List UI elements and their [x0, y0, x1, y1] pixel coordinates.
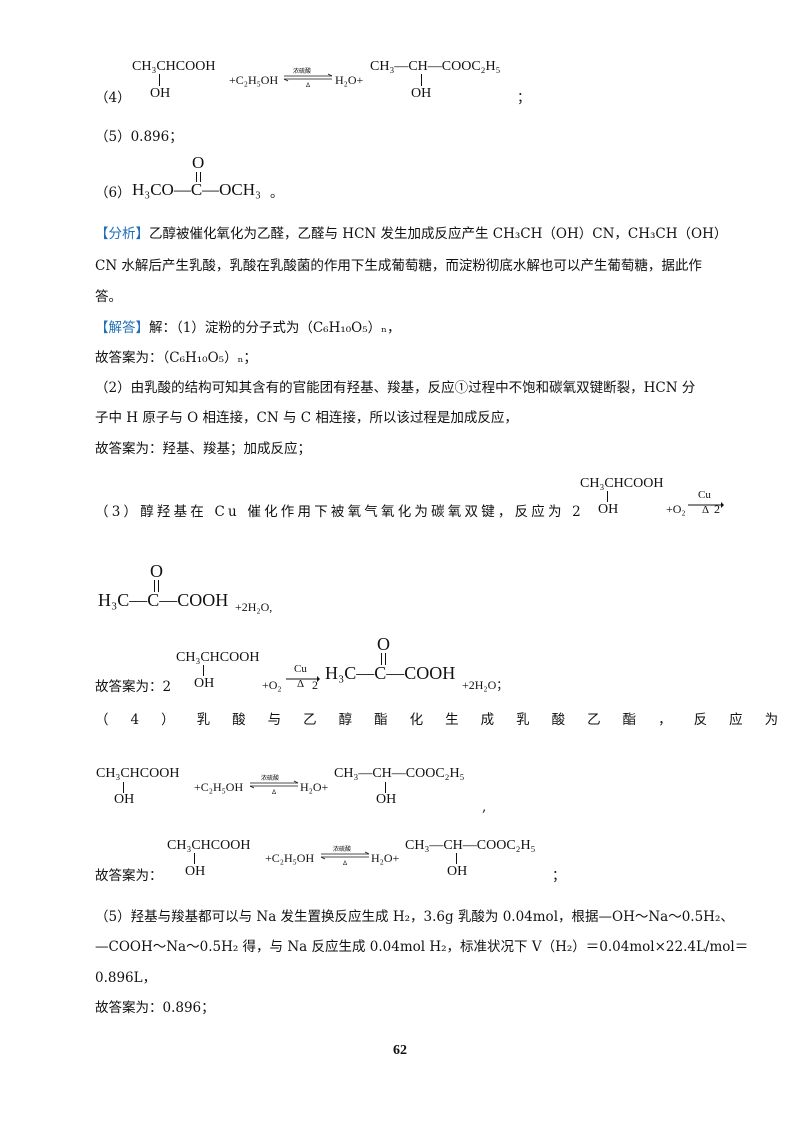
hydroxyl-label: OH: [376, 792, 397, 807]
ethyl-lactate-formula: CH₃—CH—COOC₂H₅: [370, 59, 501, 74]
bond-line: [194, 853, 195, 864]
answer-line-4: 故答案为：: [95, 868, 163, 884]
hydroxyl-label: OH: [114, 792, 135, 807]
solution-line-11: —COOH～Na～0.5H₂ 得，与 Na 反应生成 0.04mol H₂，标准…: [95, 939, 749, 955]
oxygen-term: +O₂: [666, 502, 686, 516]
hydroxyl-label: OH: [185, 864, 206, 879]
item-label-4: （4）: [95, 90, 131, 106]
carbonyl-oxygen: O: [192, 153, 205, 172]
end-mark: ；: [517, 90, 531, 106]
ethanol-term: +C₂H₅OH: [229, 73, 279, 87]
hydroxyl-label: OH: [598, 502, 619, 517]
right-arrow-icon: [286, 676, 320, 682]
catalyst-text: Cu: [294, 663, 307, 675]
condition-text: 浓硫酸: [333, 846, 352, 853]
bond-line: [456, 853, 457, 864]
solution-line-4: 子中 H 原子与 O 相连接，CN 与 C 相连接，所以该过程是加成反应，: [95, 410, 518, 426]
solution-line-3: （2）由乳酸的结构可知其含有的官能团有羟基、羧基，反应①过程中不饱和碳氧双键断裂…: [95, 380, 696, 396]
item-label-6: （6）: [95, 185, 131, 201]
heat-text: Δ: [343, 860, 348, 867]
solution-line-6: （3）醇羟基在 Cu 催化作用下被氧气氧化为碳氧双键，反应为 2: [95, 504, 584, 520]
ethyl-lactate-formula: CH₃—CH—COOC₂H₅: [405, 838, 536, 853]
answer-line-3: 故答案为：2: [95, 679, 172, 695]
right-arrow-icon: [688, 502, 724, 508]
analysis-line-3: 答。: [95, 289, 122, 305]
end-mark: ；: [552, 868, 566, 884]
pyruvic-acid-formula: H₃C—C—COOH: [98, 590, 229, 610]
water-term: H₂O+: [335, 73, 364, 87]
oxygen-term: +O₂: [262, 678, 282, 692]
double-bond-left: [196, 172, 197, 182]
lactic-acid-formula: CH₃CHCOOH: [132, 59, 216, 74]
water-term: H₂O+: [371, 851, 400, 865]
hydroxyl-label: OH: [411, 86, 432, 101]
pyruvic-acid-formula: H₃C—C—COOH: [325, 663, 456, 683]
solution-line-2: 故答案为：（C₆H₁₀O₅）ₙ；: [95, 350, 257, 366]
solution-line-13: 故答案为：0.896；: [95, 1000, 215, 1016]
lactic-acid-formula: CH₃CHCOOH: [580, 476, 664, 491]
reversible-arrow-icon: [320, 851, 370, 860]
analysis-line-1: 【分析】乙醇被催化氧化为乙醛，乙醛与 HCN 发生加成反应产生 CH₃CH（OH…: [95, 226, 728, 242]
bond-line: [203, 665, 204, 676]
carbonyl-oxygen: O: [377, 634, 390, 654]
end-mark: 。: [270, 185, 284, 201]
double-bond-right: [385, 653, 386, 665]
solution-line-5: 故答案为：羟基、羧基；加成反应；: [95, 441, 311, 457]
double-bond-right: [200, 172, 201, 182]
end-mark: ,: [482, 799, 487, 815]
heat-text: Δ: [297, 678, 305, 690]
double-bond-right: [158, 580, 159, 592]
hydroxyl-label: OH: [194, 676, 215, 691]
solution-line-12: 0.896L，: [95, 970, 157, 986]
solution-line-10: （5）羟基与羧基都可以与 Na 发生置换反应生成 H₂，3.6g 乳酸为 0.0…: [95, 909, 734, 925]
bond-line: [607, 491, 608, 502]
analysis-line-2: CN 水解后产生乳酸，乳酸在乳酸菌的作用下生成葡萄糖，而淀粉彻底水解也可以产生葡…: [95, 258, 702, 274]
ethanol-term: +C₂H₅OH: [265, 851, 315, 865]
heat-text: Δ: [702, 504, 710, 516]
ethyl-lactate-formula: CH₃—CH—COOC₂H₅: [334, 766, 465, 781]
heat-text: Δ: [272, 789, 277, 796]
water-term: H₂O+: [300, 780, 329, 794]
ethanol-term: +C₂H₅OH: [194, 780, 244, 794]
double-bond-left: [154, 580, 155, 592]
bond-line: [123, 782, 124, 793]
bond-line: [421, 74, 422, 86]
carbonyl-oxygen: O: [150, 561, 163, 581]
reversible-arrow-icon: [249, 780, 299, 789]
solution-line-8: （4）乳酸与乙醇酯化生成乳酸乙酯，反应为：: [95, 712, 800, 728]
water-term: +2H₂O；: [462, 678, 509, 692]
page-number: 62: [393, 1043, 407, 1058]
coefficient: 2: [714, 502, 720, 516]
condition-text: 浓硫酸: [261, 775, 280, 782]
answer-5: （5）0.896；: [95, 129, 183, 145]
reversible-arrow-icon: [283, 73, 333, 82]
hydroxyl-label: OH: [150, 86, 171, 101]
water-term: +2H₂O,: [235, 600, 273, 614]
solution-line-1: 【解答】解：（1）淀粉的分子式为（C₆H₁₀O₅）ₙ，: [95, 320, 401, 336]
bond-line: [385, 782, 386, 793]
lactic-acid-formula: CH₃CHCOOH: [167, 838, 251, 853]
bond-line: [159, 74, 160, 86]
lactic-acid-formula: CH₃CHCOOH: [96, 766, 180, 781]
heat-text: Δ: [306, 82, 311, 89]
dimethyl-carbonate-formula: H₃CO—C—OCH₃: [132, 180, 261, 199]
hydroxyl-label: OH: [447, 864, 468, 879]
lactic-acid-formula: CH₃CHCOOH: [176, 650, 260, 665]
condition-text: 浓硫酸: [293, 68, 312, 75]
catalyst-text: Cu: [698, 489, 711, 501]
solution-tag: 【解答】: [95, 320, 149, 336]
analysis-tag: 【分析】: [95, 226, 149, 242]
coefficient: 2: [312, 678, 318, 692]
double-bond-left: [381, 653, 382, 665]
